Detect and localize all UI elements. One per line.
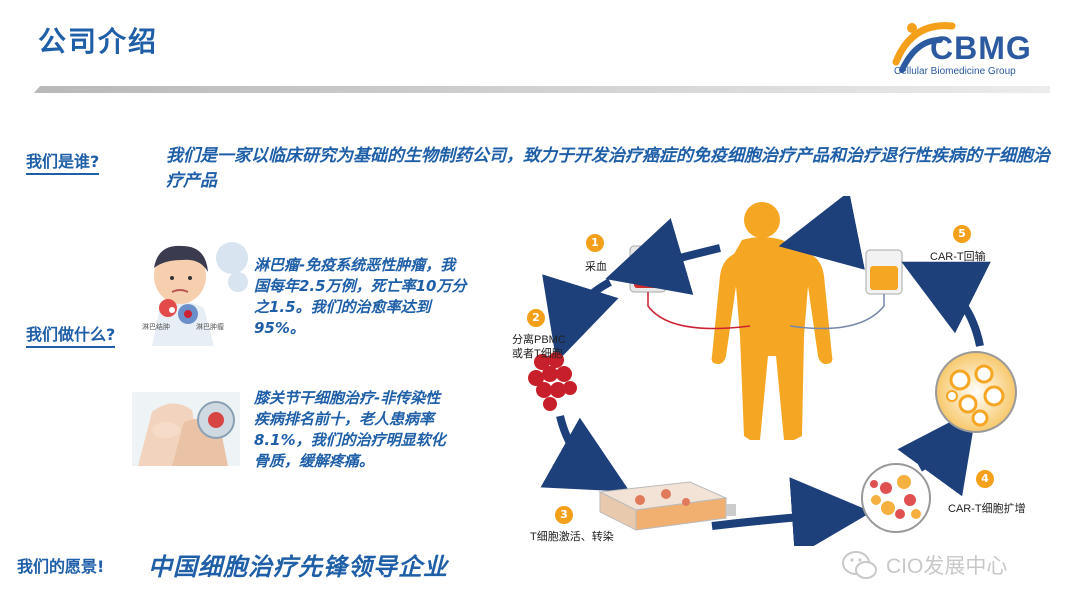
image-label-lymph-tumor: 淋巴肿瘤 xyxy=(196,323,224,331)
logo-subtitle: Cellular Biomedicine Group xyxy=(894,66,1016,77)
logo-text: CBMG xyxy=(930,30,1032,66)
vision-text: 中国细胞治疗先锋领导企业 xyxy=(148,553,448,581)
knee-illustration xyxy=(132,392,240,466)
lymphoma-illustration xyxy=(142,238,252,346)
car-t-cell-dish xyxy=(935,351,1017,433)
step-2-label: 分离PBMC 或者T细胞 xyxy=(512,334,566,360)
step-4-number: 4 xyxy=(976,470,994,488)
vision-label: 我们的愿景! xyxy=(17,557,105,576)
step-3-label: T细胞激活、转染 xyxy=(530,531,614,543)
who-label: 我们是谁? xyxy=(26,148,100,175)
step-3-number: 3 xyxy=(555,506,573,524)
culture-flask xyxy=(598,481,736,531)
step-2-number: 2 xyxy=(527,309,545,327)
lymphoma-text: 淋巴瘤-免疫系统恶性肿瘤，我国每年2.5万例，死亡率10万分之1.5。我们的治愈… xyxy=(254,256,467,337)
cbmg-logo xyxy=(892,22,956,73)
expansion-dish xyxy=(861,463,931,533)
step-4-label: CAR-T细胞扩增 xyxy=(948,503,1026,515)
who-description: 我们是一家以临床研究为基础的生物制药公司，致力于开发治疗癌症的免疫细胞治疗产品和… xyxy=(166,146,1050,191)
step-5-label: CAR-T回输 xyxy=(930,251,986,263)
step-1-label: 采血 xyxy=(585,261,607,273)
watermark-text: CIO发展中心 xyxy=(886,555,1008,578)
car-t-bag-right xyxy=(789,249,903,330)
step-5-number: 5 xyxy=(953,225,971,243)
header-divider xyxy=(34,86,1050,93)
knee-text: 膝关节干细胞治疗-非传染性疾病排名前十，老人患病率8.1%，我们的治疗明显软化骨… xyxy=(254,389,446,470)
what-label: 我们做什么? xyxy=(26,321,116,348)
wechat-icon xyxy=(842,551,877,579)
image-label-lymph-node: 淋巴结肿 xyxy=(142,323,170,331)
cell-cluster xyxy=(528,352,577,411)
car-t-process-diagram xyxy=(528,196,1017,546)
page-title: 公司介绍 xyxy=(38,25,159,58)
human-figure xyxy=(711,202,833,440)
step-1-number: 1 xyxy=(586,234,604,252)
